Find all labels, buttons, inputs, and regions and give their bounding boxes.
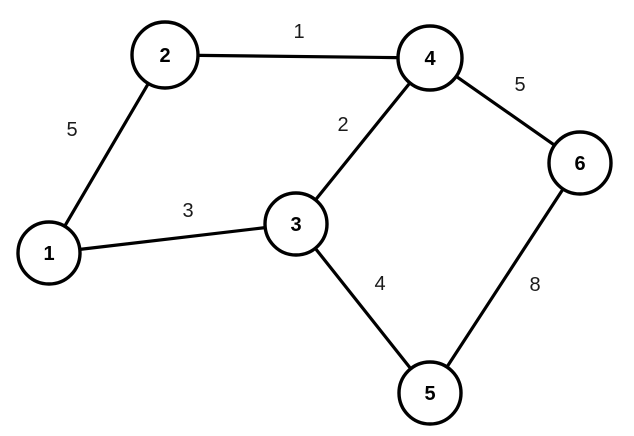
- graph-edge-1-2: [63, 82, 150, 227]
- node-label-6: 6: [574, 153, 585, 175]
- edge-weight-4-6: 5: [514, 74, 525, 96]
- graph-edge-5-6: [445, 188, 565, 368]
- graph-edge-4-6: [455, 75, 556, 147]
- graph-edge-1-3: [79, 226, 266, 251]
- edge-weight-2-4: 1: [293, 21, 304, 43]
- graph-edge-3-5: [314, 247, 412, 370]
- node-circle-6[interactable]: [547, 130, 613, 196]
- edge-weight-5-6: 8: [529, 274, 540, 296]
- node-circle-3[interactable]: [263, 191, 329, 257]
- node-label-1: 1: [43, 243, 54, 265]
- graph-node-2[interactable]: 2: [130, 20, 200, 90]
- node-circle-1[interactable]: [16, 220, 82, 286]
- graph-node-3[interactable]: 3: [263, 191, 329, 257]
- edge-weights-layer: 5 1 3 2 5 4 8: [66, 21, 540, 296]
- graph-node-4[interactable]: 4: [396, 24, 464, 92]
- edge-weight-3-5: 4: [374, 273, 385, 295]
- node-label-5: 5: [424, 383, 435, 405]
- node-label-3: 3: [290, 214, 301, 236]
- graph-node-5[interactable]: 5: [397, 360, 463, 426]
- edges-layer: [63, 53, 565, 370]
- node-label-2: 2: [159, 45, 170, 67]
- edge-weight-1-2: 5: [66, 119, 77, 141]
- nodes-layer: 1 2 3 4 5 6: [16, 20, 613, 426]
- node-circle-4[interactable]: [396, 24, 464, 92]
- graph-edge-3-4: [314, 82, 411, 201]
- node-circle-5[interactable]: [397, 360, 463, 426]
- graph-node-1[interactable]: 1: [16, 220, 82, 286]
- edge-weight-3-4: 2: [337, 114, 348, 136]
- graph-node-6[interactable]: 6: [547, 130, 613, 196]
- edge-weight-1-3: 3: [182, 200, 193, 222]
- node-label-4: 4: [424, 48, 436, 70]
- graph-edge-2-4: [197, 53, 399, 60]
- node-circle-2[interactable]: [130, 20, 200, 90]
